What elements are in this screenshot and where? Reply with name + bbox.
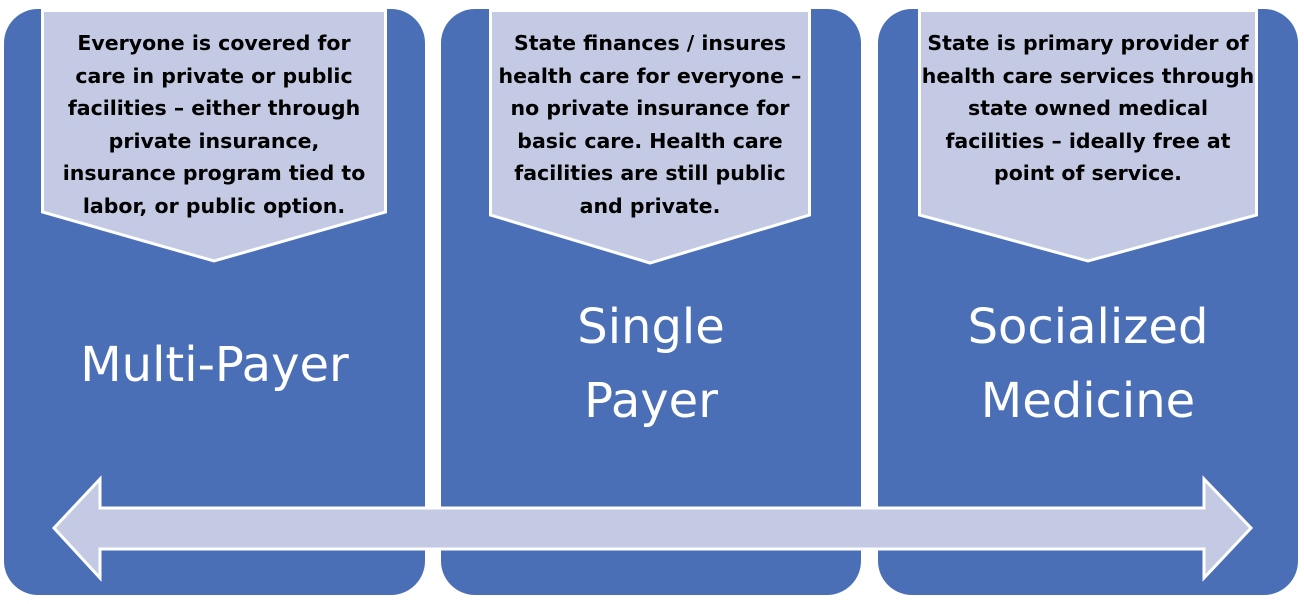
- description-text: State finances / insures health care for…: [489, 9, 811, 222]
- description-line: State finances / insures: [513, 31, 787, 55]
- callout-shape: [489, 9, 811, 265]
- description-line: private insurance,: [108, 128, 320, 153]
- model-title-multi-payer: Multi-Payer: [4, 328, 425, 402]
- description-line: facilities – either through: [67, 96, 361, 120]
- description-line: State is primary provider of: [927, 31, 1249, 55]
- description-line: state owned medical: [968, 96, 1208, 120]
- description-line: facilities – ideally free at: [945, 128, 1231, 153]
- description-line: basic care. Health care: [517, 128, 783, 153]
- description-text: Everyone is covered for care in private …: [41, 9, 387, 222]
- description-line: no private insurance for: [510, 96, 790, 120]
- model-title-socialized-medicine: Socialized Medicine: [878, 290, 1298, 438]
- model-title-line: Single: [577, 299, 725, 355]
- description-line: facilities are still public: [514, 161, 786, 185]
- description-callout-socialized-medicine: State is primary provider of health care…: [918, 9, 1258, 263]
- description-line: Everyone is covered for: [77, 31, 351, 55]
- description-callout-single-payer: State finances / insures health care for…: [489, 9, 811, 265]
- callout-shape: [918, 9, 1258, 263]
- description-line: labor, or public option.: [82, 193, 346, 218]
- model-title-line: Medicine: [980, 373, 1196, 429]
- description-line: point of service.: [994, 161, 1182, 185]
- description-text: State is primary provider of health care…: [918, 9, 1258, 190]
- description-line: health care for everyone –: [498, 63, 802, 88]
- model-title-line: Multi-Payer: [80, 337, 349, 393]
- model-title-line: Payer: [584, 373, 718, 429]
- description-line: health care services through: [921, 63, 1255, 88]
- model-title-line: Socialized: [967, 299, 1209, 355]
- description-callout-multi-payer: Everyone is covered for care in private …: [41, 9, 387, 263]
- description-line: and private.: [579, 193, 721, 218]
- callout-shape: [41, 9, 387, 263]
- description-line: insurance program tied to: [62, 161, 366, 185]
- description-line: care in private or public: [75, 63, 353, 88]
- model-title-single-payer: Single Payer: [441, 290, 861, 438]
